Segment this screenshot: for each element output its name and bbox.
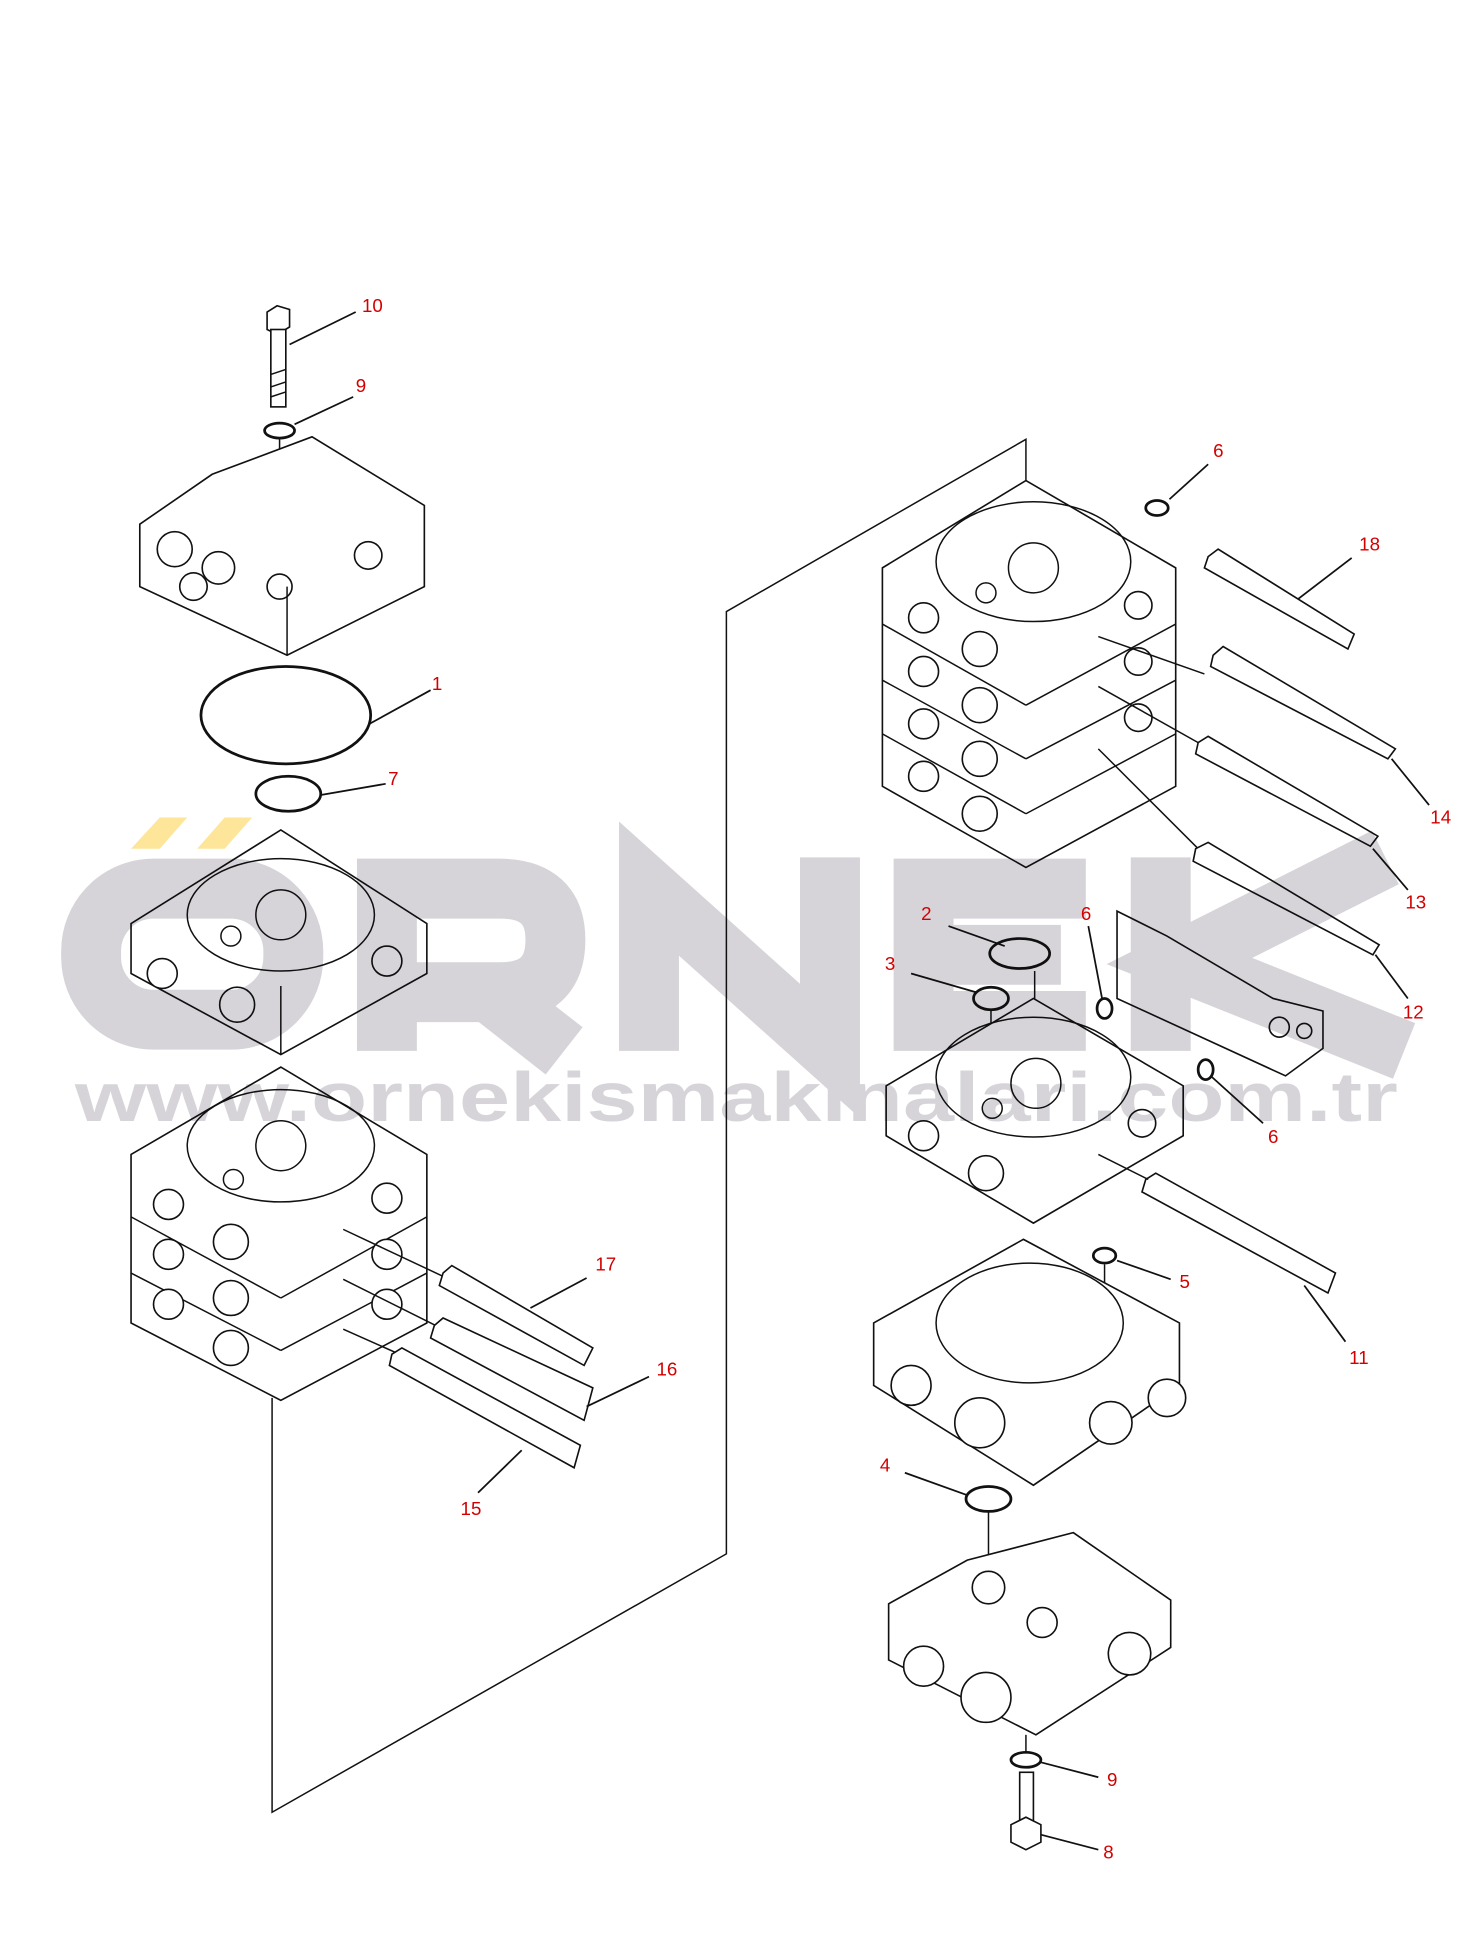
watermark-letter-e <box>893 858 1086 1051</box>
spool-11 <box>1141 1172 1337 1295</box>
watermark-url: www.ornekismakinalari.com.tr <box>74 1058 1398 1136</box>
spool-16 <box>429 1317 594 1422</box>
bolt-10 <box>266 304 291 408</box>
callout-11: 11 <box>1349 1347 1368 1368</box>
callout-6: 6 <box>1081 903 1091 924</box>
spool-15 <box>388 1346 582 1469</box>
inlet-block <box>872 1238 1187 1487</box>
watermark-brand-logo <box>61 821 1416 1118</box>
watermark-accent-2 <box>197 817 253 849</box>
o-ring-6-mid <box>1095 997 1114 1020</box>
washer-9-top <box>263 421 296 440</box>
spool-17 <box>438 1264 594 1367</box>
watermark-letter-n <box>619 821 860 1118</box>
callout-12: 12 <box>1403 1001 1424 1022</box>
callout-16: 16 <box>656 1358 677 1379</box>
callout-8: 8 <box>1103 1841 1113 1862</box>
callout-17: 17 <box>595 1254 616 1275</box>
watermark-accent-1 <box>131 817 188 849</box>
bottom-cover-block <box>887 1531 1172 1736</box>
callout-13: 13 <box>1405 892 1426 913</box>
callout-labels: 10 9 1 7 17 16 15 6 18 14 13 12 2 6 3 6 … <box>356 295 1451 1862</box>
washer-9-bottom <box>1009 1750 1043 1769</box>
callout-10: 10 <box>362 295 383 316</box>
o-ring-5 <box>1091 1246 1118 1265</box>
o-ring-6-lower <box>1196 1058 1215 1081</box>
valve-section-right-single <box>885 997 1184 1225</box>
spool-18 <box>1203 548 1356 651</box>
callout-18: 18 <box>1359 533 1380 554</box>
o-ring-1 <box>199 665 373 766</box>
callout-14: 14 <box>1430 807 1451 828</box>
callout-4: 4 <box>880 1454 890 1475</box>
bolt-8 <box>1010 1771 1042 1851</box>
callout-9: 9 <box>356 375 366 396</box>
watermark-letter-r <box>356 858 586 1075</box>
assembly-line-left <box>271 438 1027 1814</box>
valve-section-right-stack <box>881 479 1177 869</box>
o-ring-6-top <box>1144 499 1170 517</box>
callout-5: 5 <box>1179 1271 1189 1292</box>
seal-7 <box>254 774 323 813</box>
o-ring-4 <box>964 1485 1013 1513</box>
spools-left <box>342 1228 594 1469</box>
watermark-letter-k <box>1106 830 1416 1079</box>
callout-3: 3 <box>885 953 895 974</box>
watermark-accents <box>131 817 253 849</box>
callout-6: 6 <box>1268 1126 1278 1147</box>
spool-14 <box>1209 645 1397 760</box>
watermark-letter-o <box>61 858 324 1050</box>
callout-6: 6 <box>1213 440 1223 461</box>
callout-1: 1 <box>432 673 442 694</box>
watermark: www.ornekismakinalari.com.tr <box>61 821 1416 1136</box>
top-cover-block <box>138 435 426 657</box>
callout-2: 2 <box>921 903 931 924</box>
callout-15: 15 <box>461 1498 482 1519</box>
callout-9: 9 <box>1107 1769 1117 1790</box>
spool-13 <box>1194 735 1380 848</box>
callout-7: 7 <box>388 768 398 789</box>
